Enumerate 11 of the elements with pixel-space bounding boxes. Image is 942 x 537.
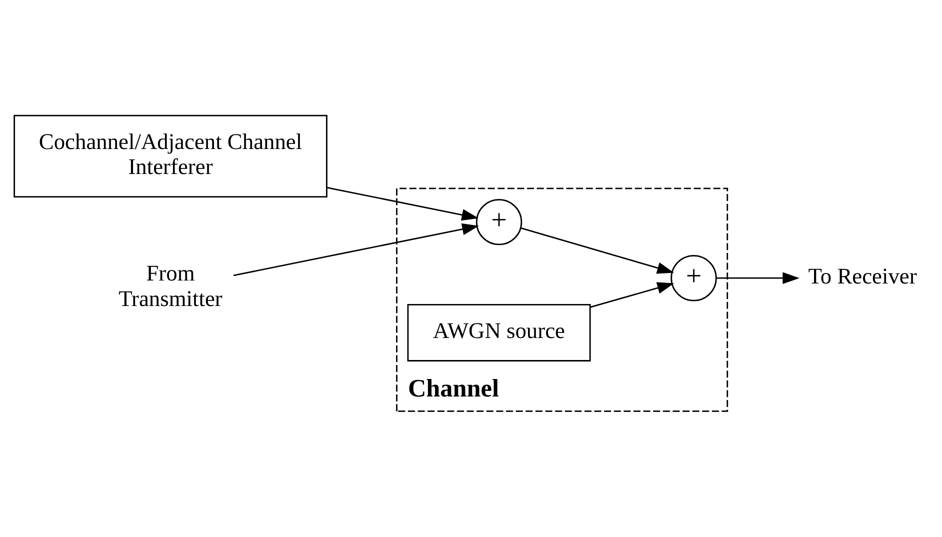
node-circle: + bbox=[670, 254, 717, 301]
node-box: AWGN source bbox=[407, 304, 591, 361]
arrow bbox=[716, 272, 800, 284]
node-text: From Transmitter bbox=[118, 260, 222, 310]
arrow bbox=[520, 226, 674, 274]
arrow bbox=[590, 282, 674, 308]
arrow bbox=[233, 222, 479, 276]
arrow bbox=[327, 186, 479, 220]
node-text: To Receiver bbox=[808, 262, 917, 288]
node-circle: + bbox=[476, 198, 522, 245]
node-box: Cochannel/Adjacent Channel Interferer bbox=[14, 114, 328, 198]
